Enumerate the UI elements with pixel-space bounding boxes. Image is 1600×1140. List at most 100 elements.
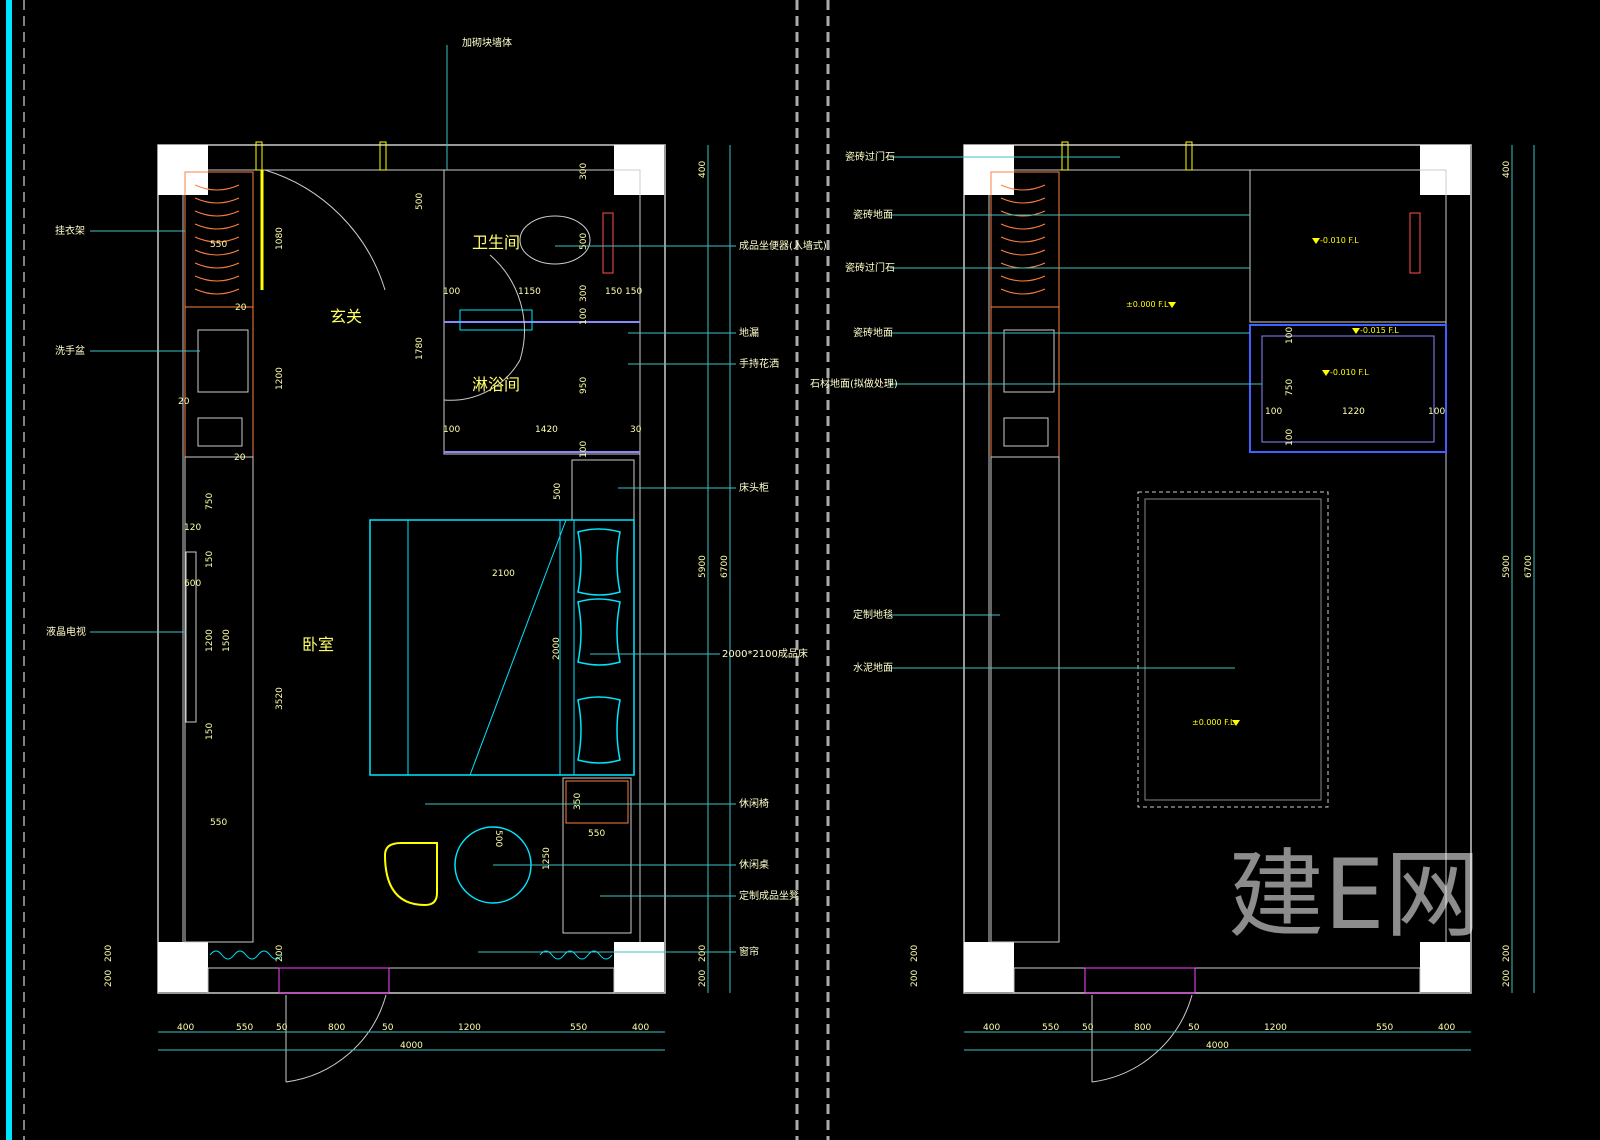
dim-inner: 550 [210, 818, 227, 828]
carpet-inner [1144, 498, 1322, 801]
room-label-bedroom: 卧室 [302, 635, 334, 654]
dim-total: 4000 [400, 1041, 423, 1051]
dim-inner: 1200 [205, 629, 215, 652]
dim-inner: 1150 [518, 287, 541, 297]
dim-inner: 1200 [275, 367, 285, 390]
dim-bottom: 50 [1188, 1023, 1200, 1033]
dim-inner: 950 [579, 377, 589, 394]
dim-inner: 600 [184, 579, 201, 589]
balcony-door [1084, 967, 1196, 994]
level-markers [1168, 238, 1360, 726]
shower-inner [1261, 335, 1435, 443]
plan-left [157, 45, 731, 1083]
leader-label-material: 瓷砖过门石 [845, 261, 895, 274]
curtain [209, 950, 283, 960]
dim-right: 400 [1502, 161, 1512, 178]
door-jamb [379, 141, 387, 171]
watermark-logo: 建E网 [1228, 839, 1481, 951]
dim-right: 5900 [698, 555, 708, 578]
dim-inner: 350 [573, 793, 583, 810]
leader-group-left [90, 230, 200, 633]
dim-right: 400 [698, 161, 708, 178]
dim-inner: 100 [1285, 327, 1295, 344]
dim-bottom: 1200 [458, 1023, 481, 1033]
cooktop [197, 417, 243, 447]
dim-inner: 100 [1285, 429, 1295, 446]
dim-bottom: 550 [236, 1023, 253, 1033]
leader-label-right: 2000*2100成品床 [722, 647, 808, 660]
dim-bottom: 800 [328, 1023, 345, 1033]
frame-left-edge [6, 0, 12, 1140]
towel-rail [459, 309, 533, 331]
coat-hangers [194, 184, 240, 295]
dim-inner: 1420 [535, 425, 558, 435]
dim-inner: 1780 [415, 337, 425, 360]
dim-bottom: 550 [1376, 1023, 1393, 1033]
dim-inner: 500 [553, 483, 563, 500]
column [964, 942, 1014, 992]
dim-inner: 2100 [492, 569, 515, 579]
cooktop [1003, 417, 1049, 447]
column [1420, 942, 1470, 992]
floor-level: -0.010 F.L [1330, 368, 1369, 377]
bed [369, 519, 635, 776]
balcony-door-swing [285, 994, 387, 1083]
sink-basin [1003, 329, 1055, 393]
leader-label-left: 液晶电视 [46, 625, 86, 638]
leader-label-material: 瓷砖地面 [853, 326, 893, 339]
dim-total: 4000 [1206, 1041, 1229, 1051]
dim-inner: 20 [235, 303, 247, 313]
dim-inner: 100 [1428, 407, 1445, 417]
door-jamb [255, 141, 263, 171]
dim-bottom: 800 [1134, 1023, 1151, 1033]
leader-label-right: 手持花洒 [739, 357, 779, 370]
dim-inner: 20 [234, 453, 246, 463]
dim-inner: 500 [415, 193, 425, 210]
dim-inner: 20 [178, 397, 190, 407]
floor-level: ±0.000 F.L [1192, 718, 1235, 727]
dim-left-bottom: 200 [104, 970, 114, 987]
dim-inner: 100 [1265, 407, 1282, 417]
nightstand [571, 459, 635, 521]
leader-label-right: 床头柜 [739, 481, 769, 494]
shower-stone-floor [1249, 324, 1447, 453]
leader-label-left: 洗手盆 [55, 344, 85, 357]
dim-inner: 150 [205, 723, 215, 740]
room-label-entry: 玄关 [330, 307, 362, 326]
wall-outer [157, 144, 666, 994]
leader-label-material: 瓷砖过门石 [845, 150, 895, 163]
tv-cabinet [184, 456, 254, 943]
bed-blanket [469, 519, 567, 776]
dim-right: 6700 [1524, 555, 1534, 578]
dim-inner: 200 [275, 945, 285, 962]
bathroom-walls [443, 169, 641, 455]
tv-screen [185, 551, 197, 723]
dim-bottom: 400 [983, 1023, 1000, 1033]
coat-hangers [1000, 184, 1046, 295]
bed-head [559, 519, 575, 776]
dim-bottom: 50 [1082, 1023, 1094, 1033]
room-label-bathroom: 卫生间 [472, 233, 520, 252]
door-jamb [1185, 141, 1193, 171]
leader-label-material: 定制地毯 [853, 608, 893, 621]
leader-label-material: 石材地面(拟做处理) [810, 377, 898, 390]
entry-door-swing [264, 169, 386, 291]
dim-right: 200 [1502, 945, 1512, 962]
leader-label-material: 水泥地面 [853, 661, 893, 674]
carpet-outline [1137, 491, 1329, 808]
pillows [577, 528, 621, 764]
dim-inner: 150 [605, 287, 622, 297]
dim-bottom: 400 [632, 1023, 649, 1033]
window [207, 967, 615, 994]
dim-inner: 100 [579, 441, 589, 458]
dim-inner: 750 [1285, 379, 1295, 396]
curtain [539, 950, 613, 960]
dim-inner: 2000 [552, 637, 562, 660]
dim-bottom: 50 [382, 1023, 394, 1033]
toilet-tank [602, 212, 614, 274]
dim-left-bottom: 200 [910, 970, 920, 987]
dim-inner: 3520 [275, 687, 285, 710]
dim-inner: 550 [588, 829, 605, 839]
leader-label-material: 瓷砖地面 [853, 208, 893, 221]
window [1013, 967, 1421, 994]
